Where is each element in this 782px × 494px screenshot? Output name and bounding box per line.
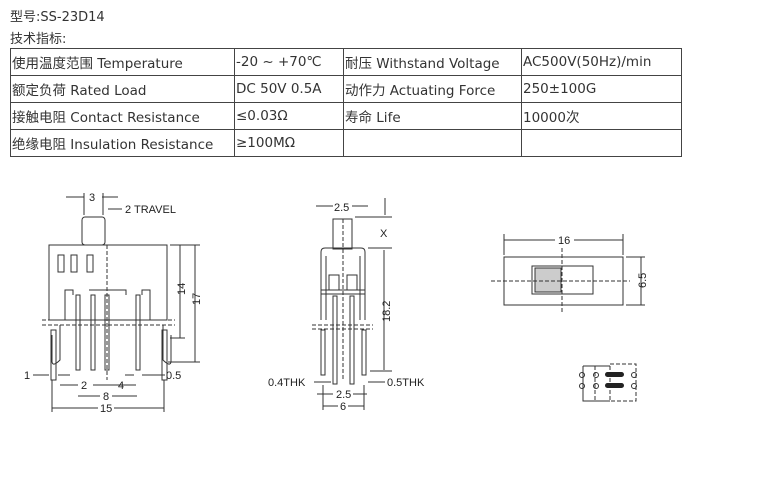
spec-label: 接触电阻 Contact Resistance: [10, 102, 235, 130]
top-view-drawing: 16 6.5: [491, 234, 649, 313]
spec-value: ≥100MΩ: [234, 129, 344, 157]
dim-16: 16: [558, 235, 570, 247]
dim-3: 3: [89, 192, 95, 204]
spec-label: 动作力 Actuating Force: [343, 75, 522, 103]
dim-0-5thk: 0.5THK: [387, 377, 425, 389]
front-view-drawing: 3 2 TRAVEL 14 17 1 0.5 2 4 8 15: [24, 192, 203, 415]
dim-2-5-top: 2.5: [334, 202, 349, 214]
model-number: 型号:SS-23D14: [10, 10, 105, 25]
specs-heading: 技术指标:: [10, 32, 67, 47]
dim-1: 1: [24, 370, 30, 382]
dim-6: 6: [340, 401, 346, 413]
spec-label: 额定负荷 Rated Load: [10, 75, 235, 103]
dim-8: 8: [103, 391, 109, 403]
table-row: 绝缘电阻 Insulation Resistance ≥100MΩ: [10, 129, 682, 157]
spec-value: 250±100G: [521, 75, 682, 103]
dim-travel: 2 TRAVEL: [125, 204, 176, 216]
spec-label: 绝缘电阻 Insulation Resistance: [10, 129, 235, 157]
spec-value: DC 50V 0.5A: [234, 75, 344, 103]
side-view-drawing: 2.5 X 18.2 0.4THK 0.5THK 2.5 6: [268, 198, 425, 413]
dim-2: 2: [81, 380, 87, 392]
dim-14: 14: [176, 283, 188, 295]
dim-0-4thk: 0.4THK: [268, 377, 306, 389]
dim-x: X: [380, 228, 388, 240]
dim-6-5: 6.5: [637, 273, 649, 288]
dim-17: 17: [191, 293, 203, 305]
dim-2-5-bottom: 2.5: [336, 389, 351, 401]
spec-label: 耐压 Withstand Voltage: [343, 48, 522, 76]
pcb-footprint-drawing: [579, 363, 637, 402]
dim-15: 15: [100, 403, 112, 415]
spec-value: ≤0.03Ω: [234, 102, 344, 130]
spec-value: [521, 129, 682, 157]
spec-table: 使用温度范围 Temperature -20 ~ +70℃ 耐压 Withsta…: [10, 48, 682, 157]
spec-value: AC500V(50Hz)/min: [521, 48, 682, 76]
spec-label: 使用温度范围 Temperature: [10, 48, 235, 76]
dim-0-5: 0.5: [166, 370, 181, 382]
spec-label: [343, 129, 522, 157]
dim-18-2: 18.2: [381, 301, 393, 322]
table-row: 额定负荷 Rated Load DC 50V 0.5A 动作力 Actuatin…: [10, 75, 682, 103]
table-row: 使用温度范围 Temperature -20 ~ +70℃ 耐压 Withsta…: [10, 48, 682, 76]
dim-4: 4: [118, 380, 124, 392]
